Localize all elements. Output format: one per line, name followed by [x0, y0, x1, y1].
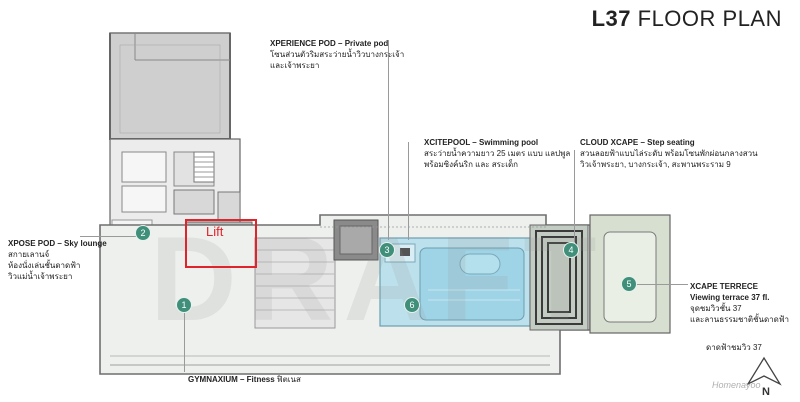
- label-xperience-line2: และเจ้าพระยา: [270, 61, 320, 70]
- marker-3: 3: [379, 242, 395, 258]
- label-xcape-line2: จุดชมวิวชั้น 37: [690, 304, 742, 313]
- brand-watermark: Homenayoo: [712, 380, 761, 390]
- label-gym-heading: GYMNAXIUM – Fitness: [188, 375, 275, 384]
- marker-6: 6: [404, 297, 420, 313]
- label-xperience-heading: XPERIENCE POD – Private pod: [270, 39, 389, 48]
- leader-xcape: [636, 284, 688, 285]
- label-xpose-line2: ห้องนั่งเล่นชั้นดาดฟ้า: [8, 261, 81, 270]
- label-xcape-heading: XCAPE TERRECE: [690, 282, 759, 291]
- roof-block: [109, 32, 231, 140]
- label-xcitepool-heading: XCITEPOOL – Swimming pool: [424, 138, 539, 147]
- label-xcape-terrece: XCAPE TERRECE Viewing terrace 37 fl. จุด…: [690, 281, 796, 325]
- label-cloud-heading: CLOUD XCAPE – Step seating: [580, 138, 695, 147]
- label-cloud-line2: วิวเจ้าพระยา, บางกระเจ้า, สะพานพระราม 9: [580, 160, 731, 169]
- label-cloud-line1: สวนลอยฟ้าแบบไล่ระดับ พร้อมโซนพักผ่อนกลาง…: [580, 149, 758, 158]
- marker-2: 2: [135, 225, 151, 241]
- label-xcitepool-line2: พร้อมซิงค์นริก และ สระเด็ก: [424, 160, 518, 169]
- leader-gym: [184, 310, 185, 372]
- leader-xperience: [388, 40, 389, 240]
- label-xcitepool: XCITEPOOL – Swimming pool สระว่ายน้ำความ…: [424, 137, 589, 170]
- leader-cloud: [574, 150, 575, 242]
- label-gymnaxium: GYMNAXIUM – Fitness ฟิตเนส: [188, 374, 368, 385]
- marker-4: 4: [563, 242, 579, 258]
- label-deck: ดาดฟ้าชมวิว 37: [706, 342, 786, 353]
- label-gym-suffix: ฟิตเนส: [276, 375, 301, 384]
- marker-1: 1: [176, 297, 192, 313]
- pool: [379, 237, 531, 327]
- label-xperience-line1: โซนส่วนตัวริมสระว่ายน้ำวิวบางกระเจ้า: [270, 50, 405, 59]
- label-xpose-line1: สกายเลานจ์: [8, 250, 50, 259]
- label-xcape-line1: Viewing terrace 37 fl.: [690, 293, 770, 302]
- step-seating: [529, 224, 589, 331]
- draft-watermark: DRAFT: [150, 212, 607, 346]
- label-xpose-heading: XPOSE POD – Sky lounge: [8, 239, 107, 248]
- leader-xpose: [80, 236, 140, 237]
- label-cloud-xcape: CLOUD XCAPE – Step seating สวนลอยฟ้าแบบไ…: [580, 137, 785, 170]
- deck-slats: [254, 237, 336, 329]
- compass-icon: [746, 356, 782, 386]
- label-deck-text: ดาดฟ้าชมวิว 37: [706, 343, 762, 352]
- title-text: FLOOR PLAN: [637, 6, 782, 31]
- label-xcape-line3: และลานธรรมชาติชั้นดาดฟ้า: [690, 315, 790, 324]
- lift-highlight: [185, 219, 257, 268]
- label-xperience: XPERIENCE POD – Private pod โซนส่วนตัวริ…: [270, 38, 460, 71]
- title-level: L37: [591, 6, 631, 31]
- leader-xcitepool: [408, 142, 409, 240]
- label-xcitepool-line1: สระว่ายน้ำความยาว 25 เมตร แบบ แลปพูล: [424, 149, 571, 158]
- lift-label: Lift: [206, 224, 224, 239]
- compass-north: N: [762, 386, 770, 398]
- label-xpose-line3: วิวแม่น้ำเจ้าพระยา: [8, 272, 73, 281]
- page-title: L37 FLOOR PLAN: [592, 6, 782, 32]
- marker-5: 5: [621, 276, 637, 292]
- label-xpose: XPOSE POD – Sky lounge สกายเลานจ์ ห้องนั…: [8, 238, 118, 282]
